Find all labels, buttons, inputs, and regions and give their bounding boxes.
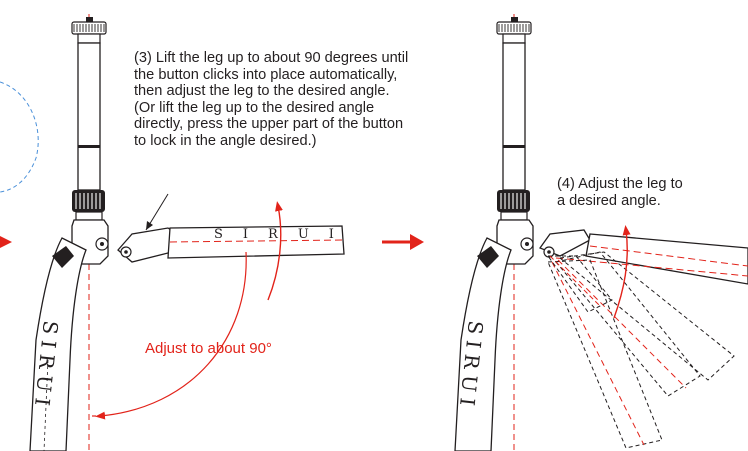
angle-adjust-label: Adjust to about 90° [145,340,272,357]
horizontal-reference-dashed [555,257,748,277]
column-lock-ring-4 [497,190,530,221]
adjust-direction-arrow [613,225,631,319]
step-4-instruction: (4) Adjust the leg to a desired angle. [557,176,683,209]
panel-step-3: SIRUI SIRUI [29,14,354,451]
step-4-line-2: a desired angle. [557,192,661,209]
step-3-line-5: directly, press the upper part of the bu… [134,116,404,133]
step-3-line-6: to lock in the angle desired.) [134,132,317,149]
leg-hinge-4 [538,229,591,258]
lift-direction-arrow [267,201,283,301]
left-leg-4: SIRUI [454,237,512,451]
panel-step-4: SIRUI [454,14,748,451]
top-mount-cap-4 [496,17,532,44]
svg-text:SIRUI: SIRUI [214,227,354,242]
leg-upper-position [585,233,748,285]
ghost-leg-shallow [558,251,735,381]
ghost-leg-medium [555,251,701,397]
step-3-line-4: (Or lift the leg up to the desired angle [134,99,375,116]
column-lock-ring [72,190,105,221]
step-3-line-3: then adjust the leg to the desired angle… [134,83,390,100]
angle-arc [95,251,247,420]
center-column-4 [502,42,526,191]
raised-leg-horizontal: SIRUI [117,225,354,263]
step-3-line-2: the button clicks into place automatical… [134,66,398,83]
left-edge-red-arrow [0,236,12,248]
top-mount-cap [71,17,107,44]
step-3-line-1: (3) Lift the leg up to about 90 degrees … [134,50,409,66]
step-transition-arrow [382,234,424,250]
step-4-line-1: (4) Adjust the leg to [557,176,683,192]
left-leg: SIRUI [29,237,87,451]
ghost-leg-steep [547,259,663,449]
step-3-instruction: (3) Lift the leg up to about 90 degrees … [134,50,408,150]
center-column [77,42,101,191]
previous-step-dashed-arc [0,81,39,193]
ghost-leg-near-horizontal [547,255,613,313]
